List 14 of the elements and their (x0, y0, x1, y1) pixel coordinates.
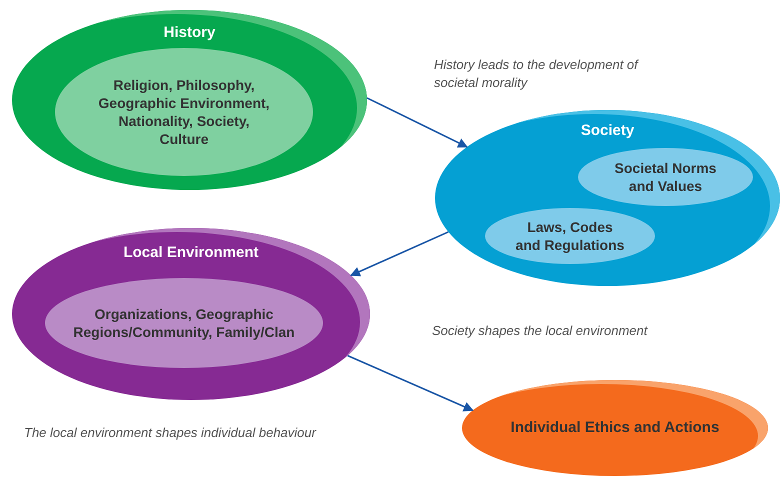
note-text: History leads to the development of societal morality (434, 56, 640, 92)
ellipse-text: Laws, Codes and Regulations (514, 218, 626, 254)
arrow (347, 354, 474, 412)
ellipse-heading: Local Environment (122, 244, 260, 261)
ellipse-text: Societal Norms and Values (614, 158, 718, 196)
note-text: The local environment shapes individual behaviour (24, 424, 318, 442)
ellipse-text: Individual Ethics and Actions (510, 418, 720, 438)
arrow (366, 97, 468, 148)
arrow (350, 231, 449, 276)
note-text: Society shapes the local environment (432, 322, 649, 340)
ellipse-text: Organizations, Geographic Regions/Community, Family/Clan (72, 304, 296, 342)
ellipse-heading: Society (580, 122, 636, 139)
ellipse-text: Religion, Philosophy, Geographic Environment, Nationality, Society, Culture (97, 76, 271, 148)
ellipse-heading: History (162, 24, 216, 41)
